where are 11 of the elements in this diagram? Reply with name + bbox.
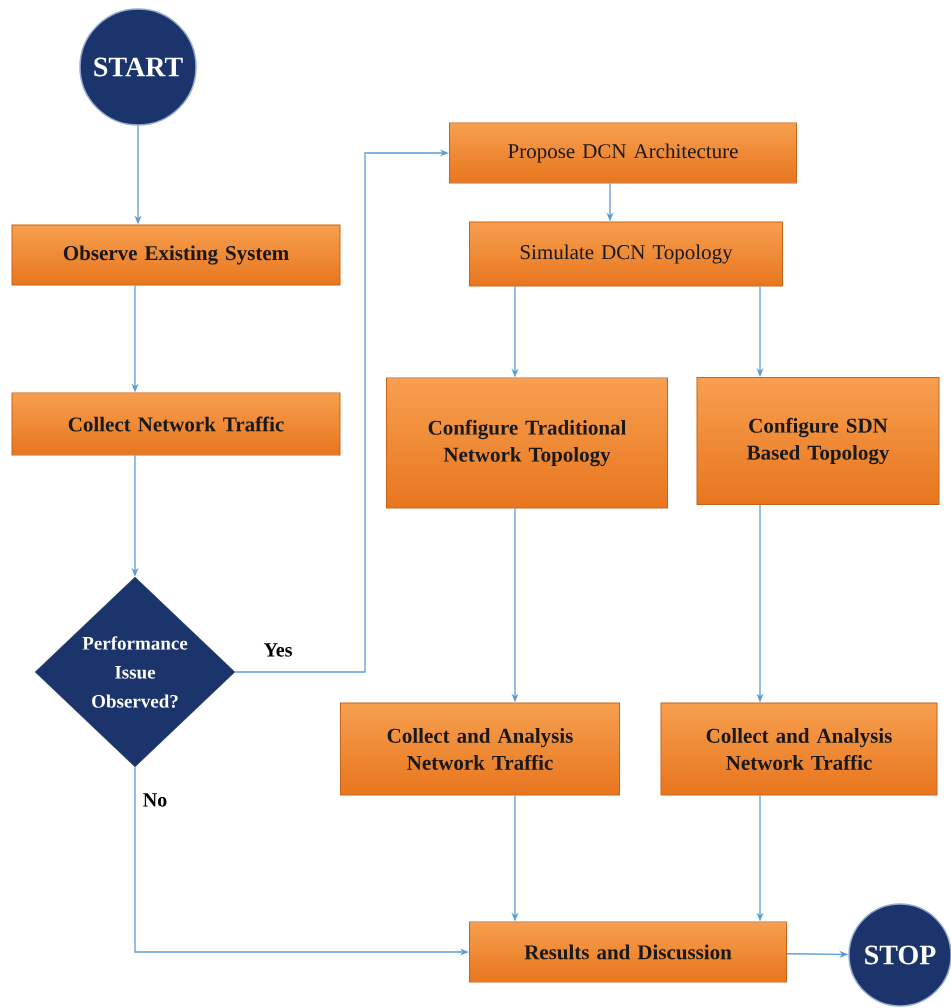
process-box: Configure Traditional Network Topology — [386, 377, 668, 509]
process-box: Collect Network Traffic — [11, 392, 341, 456]
process-box: Configure SDN Based Topology — [696, 377, 940, 505]
process-box: Simulate DCN Topology — [469, 221, 783, 287]
process-box: Collect and Analysis Network Traffic — [660, 702, 938, 796]
process-box: Results and Discussion — [469, 921, 787, 983]
process-box: Collect and Analysis Network Traffic — [340, 702, 620, 796]
edge-label: Yes — [262, 642, 294, 658]
edge-label: No — [141, 792, 169, 808]
process-box: Propose DCN Architecture — [449, 122, 797, 184]
process-box: Observe Existing System — [11, 224, 341, 286]
